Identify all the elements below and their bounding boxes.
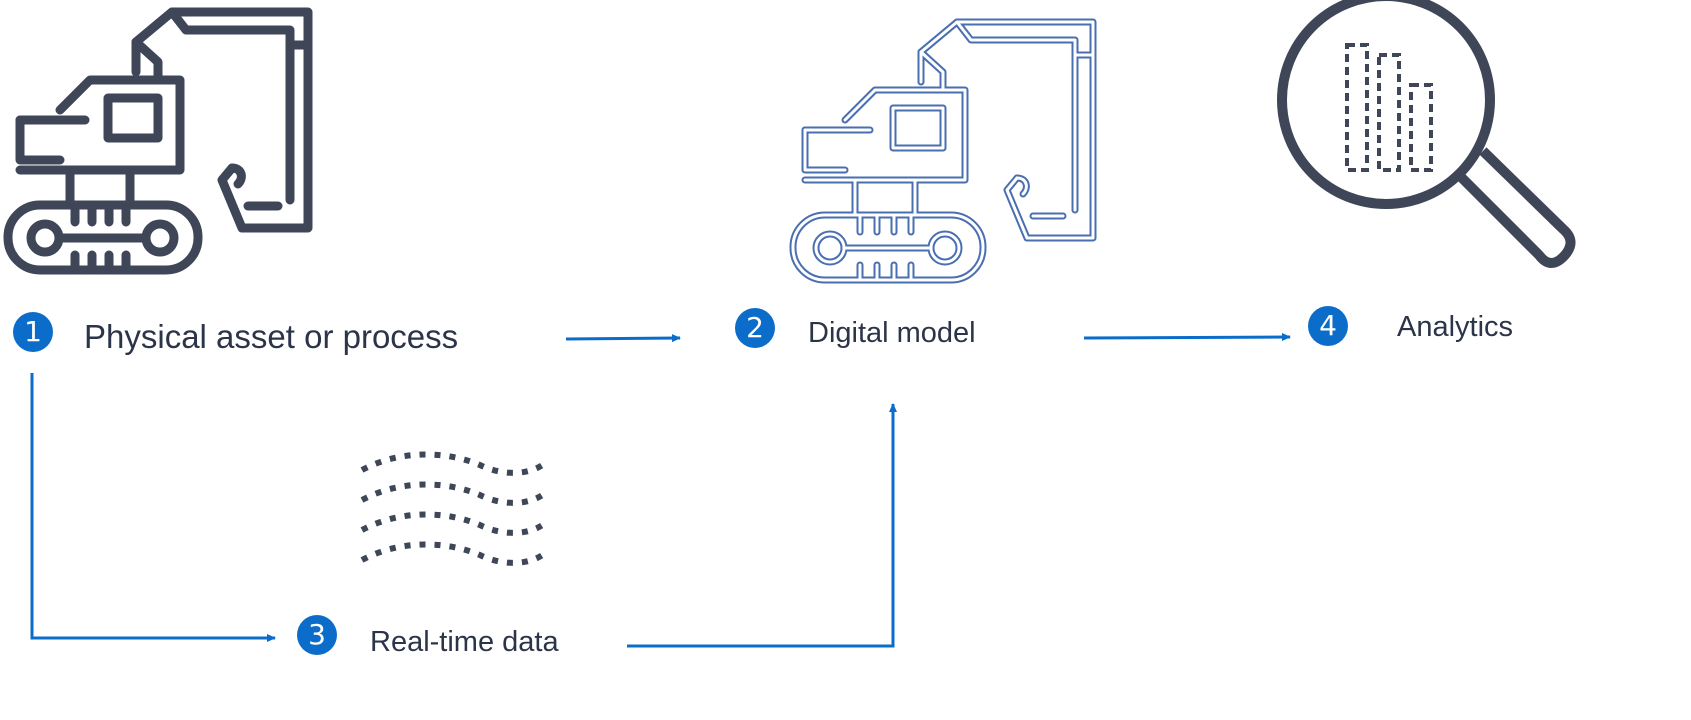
magnifier-chart-icon <box>1277 0 1576 268</box>
excavator-wireframe-icon <box>789 18 1097 284</box>
step-badge-4: 4 <box>1308 306 1348 346</box>
arrow-1-to-3 <box>30 373 276 642</box>
arrow-2-to-4 <box>1083 333 1291 342</box>
step-badge-1: 1 <box>13 312 53 352</box>
step-badge-2: 2 <box>735 308 775 348</box>
node-label-analytics: Analytics <box>1397 311 1514 343</box>
step-badge-3: 3 <box>297 615 337 655</box>
node-label-digital-model: Digital model <box>808 317 976 349</box>
arrow-3-to-2 <box>627 403 897 648</box>
arrow-1-to-2 <box>565 334 681 343</box>
data-stream-icon <box>360 451 546 566</box>
node-label-physical-asset: Physical asset or process <box>84 318 459 355</box>
excavator-icon <box>3 7 313 275</box>
node-label-real-time-data: Real-time data <box>370 626 559 658</box>
